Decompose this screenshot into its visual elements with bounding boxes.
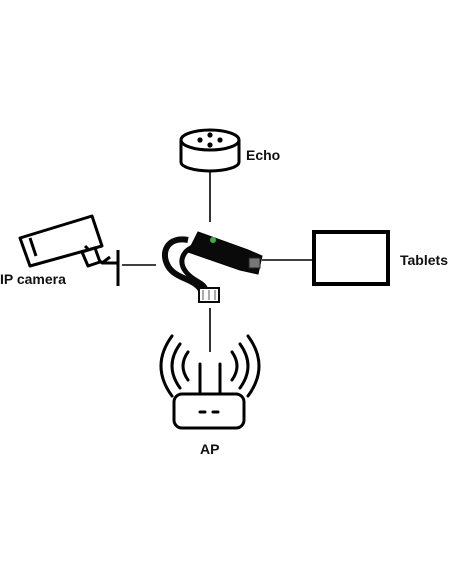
echo-label: Echo bbox=[246, 147, 281, 163]
ip-camera-label: IP camera bbox=[0, 271, 66, 287]
smart-speaker-icon bbox=[179, 128, 241, 173]
ap-label: AP bbox=[200, 441, 220, 457]
tablets-label: Tablets bbox=[400, 252, 448, 268]
poe-splitter-icon bbox=[161, 231, 263, 303]
tablet-icon bbox=[312, 230, 390, 286]
wifi-router-icon bbox=[159, 334, 261, 430]
connector-lines bbox=[122, 172, 314, 352]
security-camera-icon bbox=[18, 214, 120, 286]
